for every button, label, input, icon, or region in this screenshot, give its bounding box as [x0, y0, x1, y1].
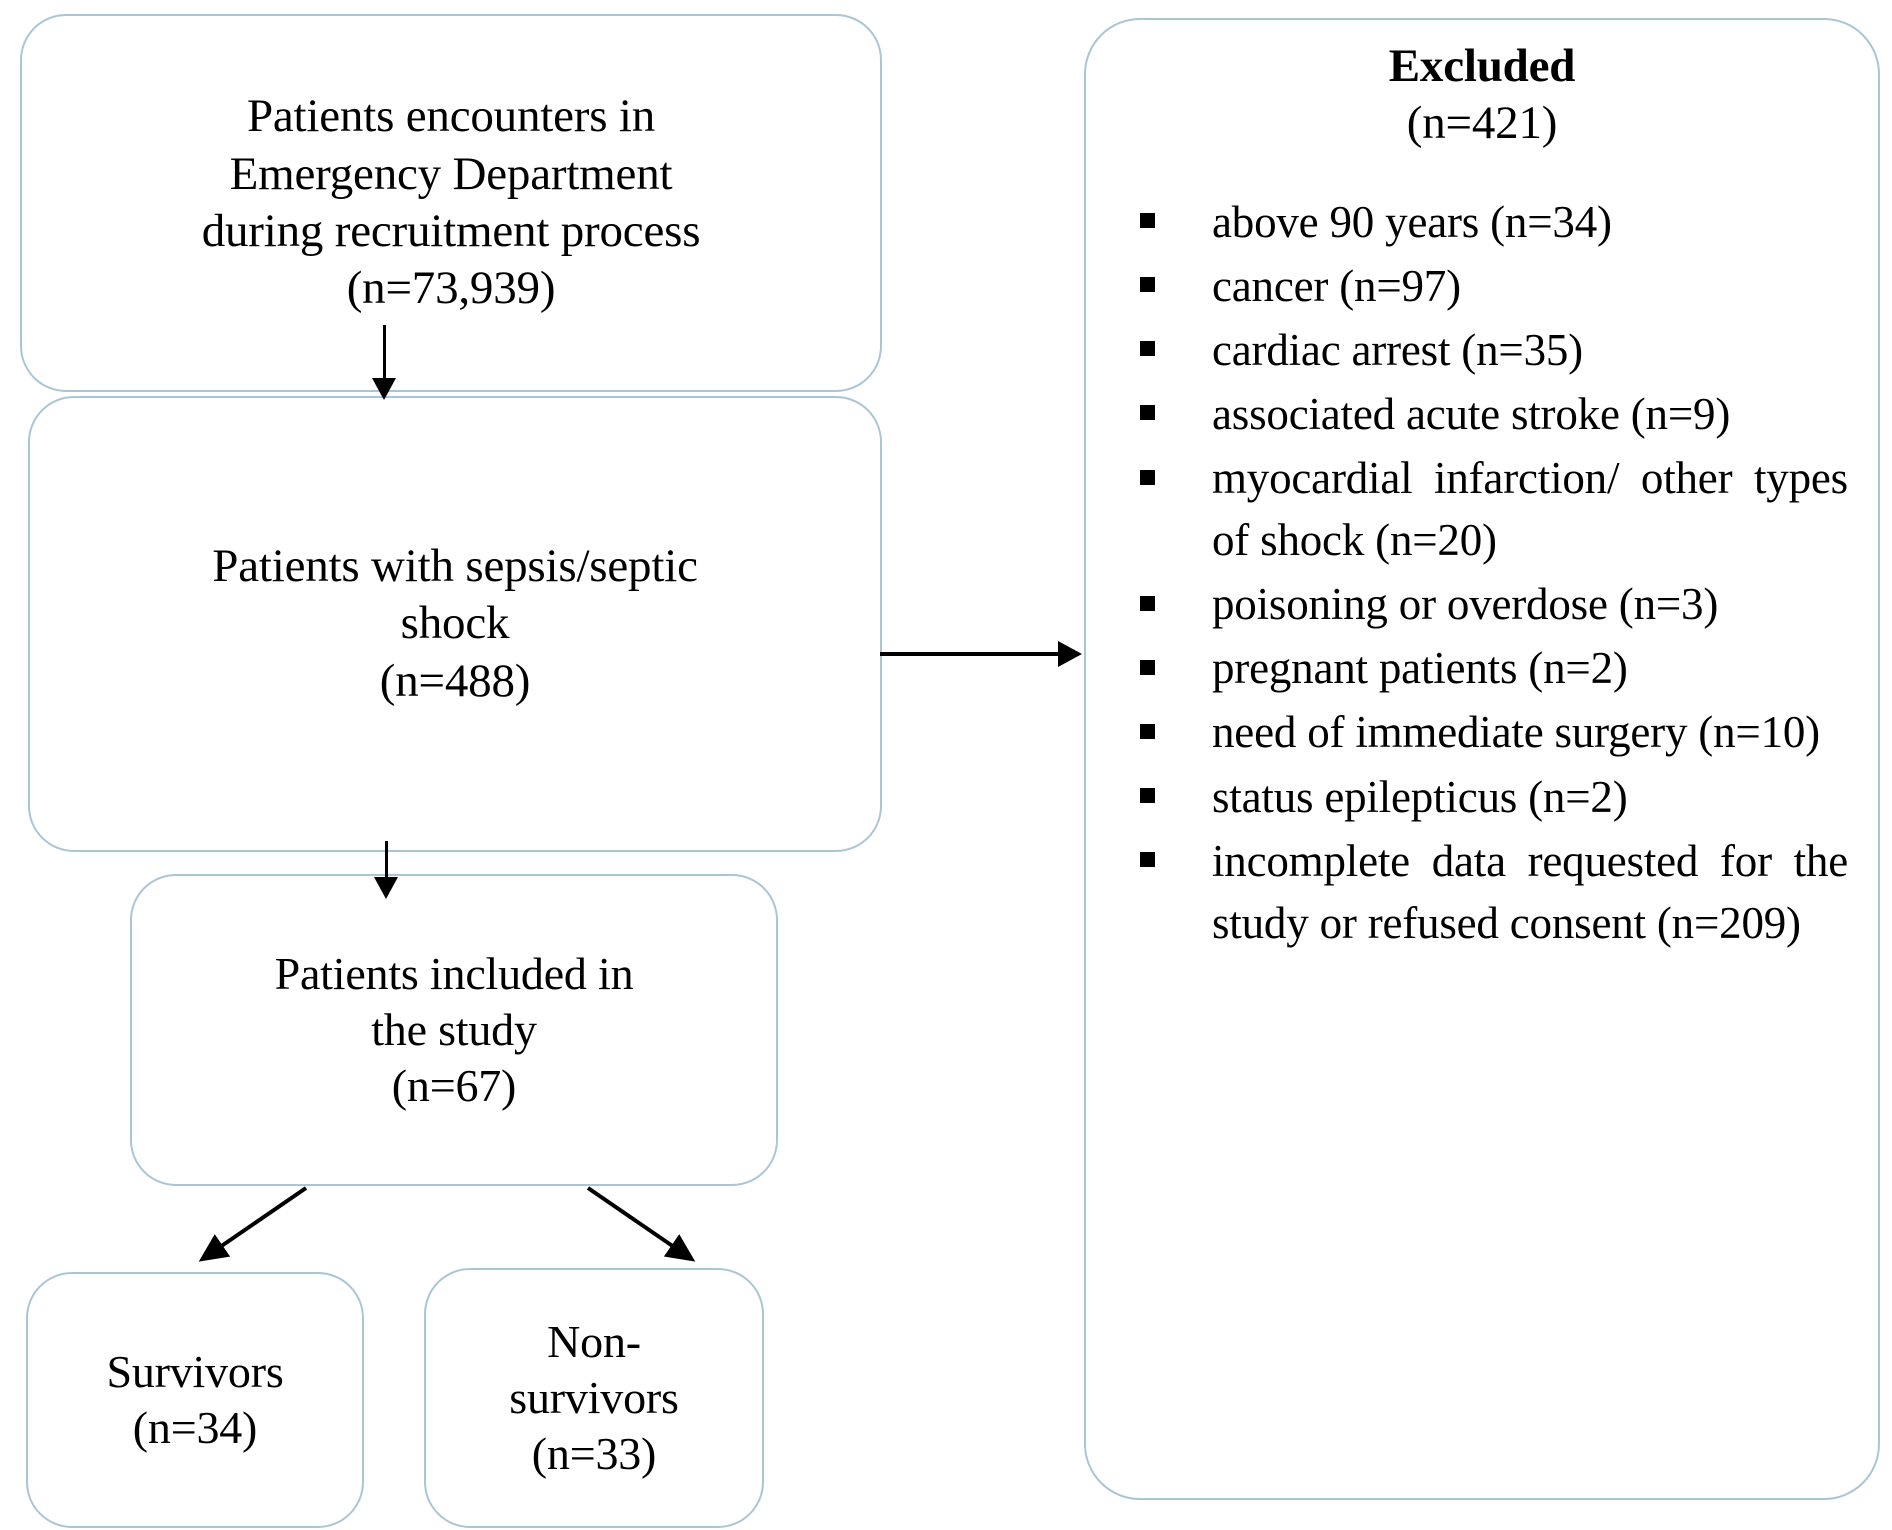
node-non-survivors: Non- survivors (n=33) — [424, 1268, 764, 1528]
node-count: (n=34) — [132, 1402, 258, 1453]
connector-sepsis-to-included-line — [385, 841, 388, 893]
square-bullet-icon — [1140, 277, 1155, 293]
node-line: Survivors — [106, 1345, 284, 1397]
list-item-label: pregnant patients (n=2) — [1212, 643, 1628, 694]
node-line: shock — [400, 597, 510, 650]
connector-encounters-to-sepsis-arrowhead — [372, 378, 396, 400]
square-bullet-icon — [1140, 213, 1155, 229]
connector-included-to-non-survivors — [586, 1186, 696, 1262]
list-item: need of immediate surgery (n=10) — [1116, 701, 1848, 763]
square-bullet-icon — [1140, 723, 1155, 739]
node-line: Patients encounters in — [246, 90, 656, 143]
square-bullet-icon — [1140, 469, 1155, 485]
list-item: myocardial infarction/ other types of sh… — [1116, 447, 1848, 571]
excluded-title: Excluded — [1388, 40, 1576, 92]
node-survivors: Survivors (n=34) — [26, 1272, 364, 1528]
node-line: the study — [371, 1003, 537, 1055]
list-item: associated acute stroke (n=9) — [1116, 383, 1848, 445]
node-count: (n=73,939) — [346, 262, 556, 315]
node-count: (n=67) — [391, 1060, 517, 1112]
excluded-count: (n=421) — [1406, 97, 1558, 150]
connector-sepsis-to-included-arrowhead — [374, 877, 398, 899]
square-bullet-icon — [1140, 852, 1155, 868]
list-item: above 90 years (n=34) — [1116, 191, 1848, 253]
node-patients-included: Patients included in the study (n=67) — [130, 874, 778, 1186]
list-item: pregnant patients (n=2) — [1116, 637, 1848, 699]
node-line: during recruitment process — [201, 205, 701, 257]
list-item-label: myocardial infarction/ other types of sh… — [1212, 453, 1848, 566]
square-bullet-icon — [1140, 788, 1155, 803]
list-item-label: cardiac arrest (n=35) — [1212, 324, 1583, 375]
node-line: survivors — [509, 1371, 679, 1423]
node-line: Emergency Department — [229, 147, 673, 200]
list-item: incomplete data requested for the study … — [1116, 830, 1848, 954]
node-line: Patients with sepsis/septic — [212, 540, 698, 592]
node-count: (n=488) — [379, 654, 531, 707]
node-excluded-panel: Excluded (n=421) above 90 years (n=34) c… — [1084, 18, 1880, 1500]
excluded-header: Excluded (n=421) — [1086, 20, 1878, 153]
square-bullet-icon — [1140, 405, 1155, 421]
square-bullet-icon — [1140, 341, 1155, 357]
node-count: (n=33) — [531, 1428, 657, 1480]
list-item-label: poisoning or overdose (n=3) — [1212, 579, 1719, 630]
list-item-label: cancer (n=97) — [1212, 260, 1461, 311]
list-item-label: above 90 years (n=34) — [1212, 196, 1612, 247]
list-item: cancer (n=97) — [1116, 255, 1848, 317]
node-patients-encounters: Patients encounters in Emergency Departm… — [20, 14, 882, 392]
node-patients-with-sepsis: Patients with sepsis/septic shock (n=488… — [28, 396, 882, 852]
node-line: Non- — [547, 1315, 641, 1367]
excluded-criteria-list: above 90 years (n=34) cancer (n=97) card… — [1086, 153, 1878, 954]
list-item: poisoning or overdose (n=3) — [1116, 573, 1848, 635]
list-item-label: incomplete data requested for the study … — [1212, 835, 1848, 948]
connector-sepsis-to-excluded-line — [880, 652, 1060, 656]
list-item-label: need of immediate surgery (n=10) — [1212, 707, 1820, 758]
connector-included-to-survivors — [198, 1186, 308, 1262]
connector-sepsis-to-excluded-arrowhead — [1058, 641, 1082, 667]
list-item-label: status epilepticus (n=2) — [1212, 771, 1628, 822]
node-line: Patients included in — [274, 947, 634, 999]
square-bullet-icon — [1140, 659, 1155, 675]
list-item: cardiac arrest (n=35) — [1116, 319, 1848, 381]
connector-encounters-to-sepsis-line — [383, 325, 386, 395]
list-item-label: associated acute stroke (n=9) — [1212, 388, 1731, 439]
square-bullet-icon — [1140, 595, 1155, 611]
list-item: status epilepticus (n=2) — [1116, 766, 1848, 828]
